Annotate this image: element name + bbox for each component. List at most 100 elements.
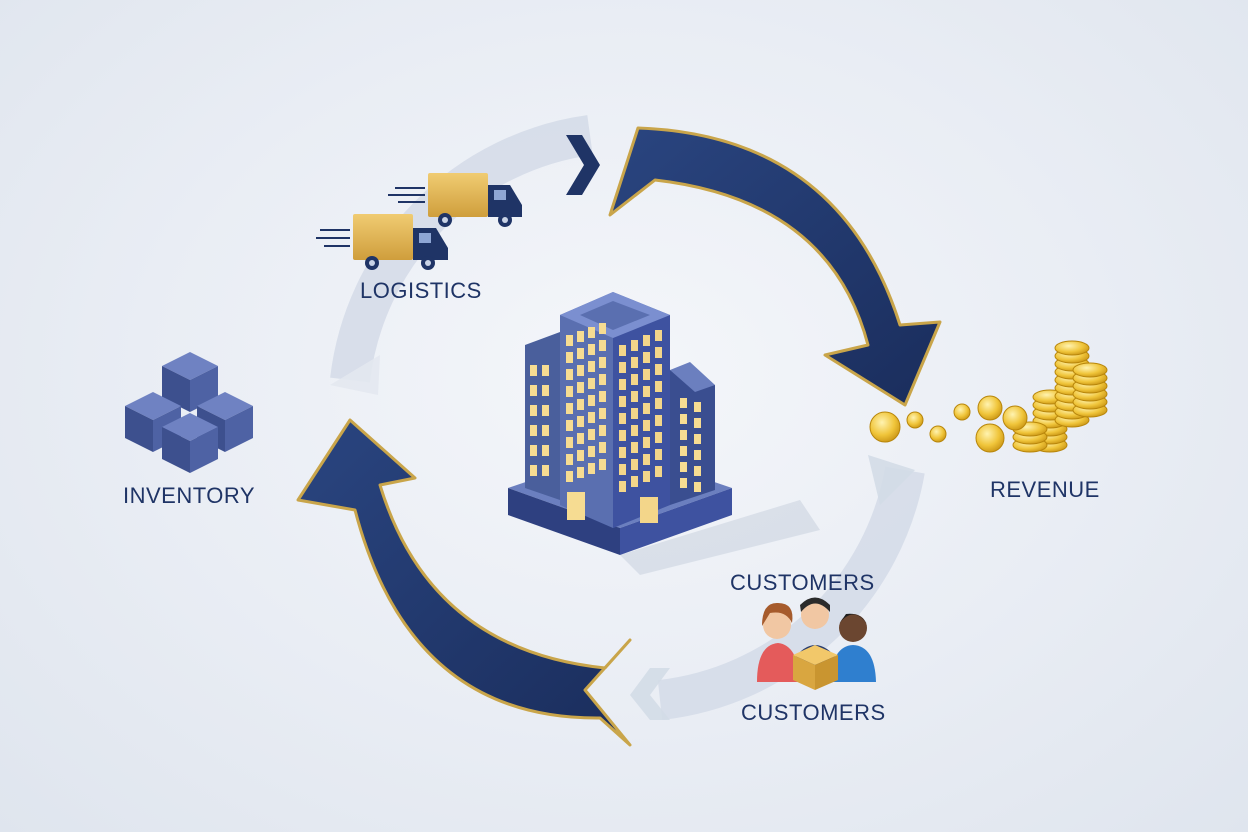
window xyxy=(599,459,606,470)
window xyxy=(631,391,638,402)
window xyxy=(542,445,549,456)
window xyxy=(619,447,626,458)
window xyxy=(643,386,650,397)
window xyxy=(588,344,595,355)
window xyxy=(542,365,549,376)
faint-chevron-top xyxy=(566,135,600,195)
coin xyxy=(1054,340,1090,356)
window xyxy=(530,405,537,416)
window xyxy=(631,340,638,351)
window xyxy=(566,352,573,363)
window xyxy=(588,327,595,338)
window xyxy=(680,446,687,456)
office-building-icon xyxy=(508,292,820,575)
window xyxy=(643,369,650,380)
coin xyxy=(906,411,924,429)
window xyxy=(542,405,549,416)
window xyxy=(599,357,606,368)
window xyxy=(631,459,638,470)
window xyxy=(588,395,595,406)
window xyxy=(599,442,606,453)
inventory-label: INVENTORY xyxy=(123,483,256,508)
window xyxy=(566,471,573,482)
window xyxy=(655,381,662,392)
window xyxy=(566,454,573,465)
coin xyxy=(1002,405,1028,431)
revenue-label: REVENUE xyxy=(990,477,1100,502)
window xyxy=(655,415,662,426)
window xyxy=(599,391,606,402)
window xyxy=(619,481,626,492)
coin xyxy=(953,403,971,421)
stacked-boxes-icon xyxy=(125,352,253,473)
window xyxy=(577,467,584,478)
window xyxy=(694,450,701,460)
customers-group-icon xyxy=(757,597,876,690)
window xyxy=(694,482,701,492)
customers-label-bottom: CUSTOMERS xyxy=(741,700,886,725)
window xyxy=(643,437,650,448)
window xyxy=(599,408,606,419)
window xyxy=(631,408,638,419)
window xyxy=(694,434,701,444)
window xyxy=(566,420,573,431)
window xyxy=(599,323,606,334)
window xyxy=(566,386,573,397)
window xyxy=(577,450,584,461)
faint-chevron-left xyxy=(330,355,380,395)
window xyxy=(542,425,549,436)
window xyxy=(530,385,537,396)
window xyxy=(694,418,701,428)
window xyxy=(577,365,584,376)
window xyxy=(631,476,638,487)
window xyxy=(566,335,573,346)
gold-coins-icon xyxy=(869,340,1108,453)
window xyxy=(643,454,650,465)
coin xyxy=(1072,362,1108,378)
window xyxy=(619,464,626,475)
window xyxy=(619,396,626,407)
window xyxy=(566,437,573,448)
window xyxy=(655,466,662,477)
window xyxy=(577,331,584,342)
window xyxy=(577,399,584,410)
window xyxy=(680,478,687,488)
window xyxy=(655,364,662,375)
arrow-logistics-to-revenue xyxy=(608,126,942,407)
window xyxy=(577,433,584,444)
window xyxy=(588,361,595,372)
window xyxy=(588,378,595,389)
window xyxy=(655,449,662,460)
window xyxy=(566,403,573,414)
window xyxy=(631,357,638,368)
coin xyxy=(869,411,901,443)
window xyxy=(655,398,662,409)
window xyxy=(643,335,650,346)
window xyxy=(694,402,701,412)
window xyxy=(619,413,626,424)
arrow-customers-to-inventory xyxy=(296,418,632,747)
window xyxy=(588,446,595,457)
coin xyxy=(929,425,947,443)
window xyxy=(643,403,650,414)
window xyxy=(530,465,537,476)
window xyxy=(680,462,687,472)
window xyxy=(530,365,537,376)
window xyxy=(530,425,537,436)
delivery-trucks-icon xyxy=(316,173,522,270)
window xyxy=(577,382,584,393)
window xyxy=(680,398,687,408)
window xyxy=(631,442,638,453)
logistics-label: LOGISTICS xyxy=(360,278,482,303)
coin xyxy=(975,423,1005,453)
window xyxy=(619,430,626,441)
window xyxy=(530,445,537,456)
window xyxy=(643,420,650,431)
customers-label-top: CUSTOMERS xyxy=(730,570,875,595)
window xyxy=(599,374,606,385)
window xyxy=(619,379,626,390)
window xyxy=(542,385,549,396)
window xyxy=(599,425,606,436)
window xyxy=(694,466,701,476)
